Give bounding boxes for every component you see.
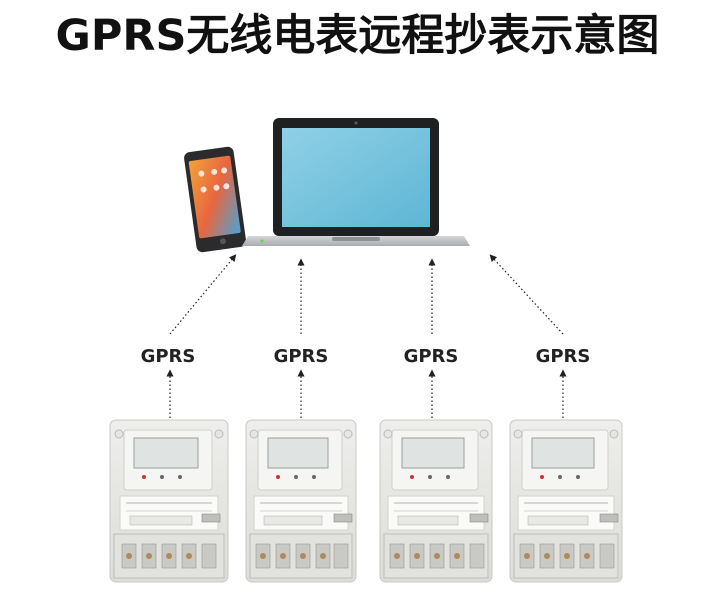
smartphone-icon xyxy=(184,146,247,253)
electric-meter-icon xyxy=(245,419,357,583)
arrow-4 xyxy=(489,254,567,418)
gprs-label-1: GPRS xyxy=(141,346,196,367)
gprs-label-2: GPRS xyxy=(274,346,329,367)
gprs-label-4: GPRS xyxy=(536,346,591,367)
electric-meter-icon xyxy=(109,419,229,583)
electric-meter-icon xyxy=(509,419,623,583)
gprs-label-3: GPRS xyxy=(404,346,459,367)
electric-meter-icon xyxy=(379,419,493,583)
arrow-1 xyxy=(166,254,237,418)
laptop-icon xyxy=(242,118,470,246)
page-title: GPRS无线电表远程抄表示意图 xyxy=(55,11,660,61)
